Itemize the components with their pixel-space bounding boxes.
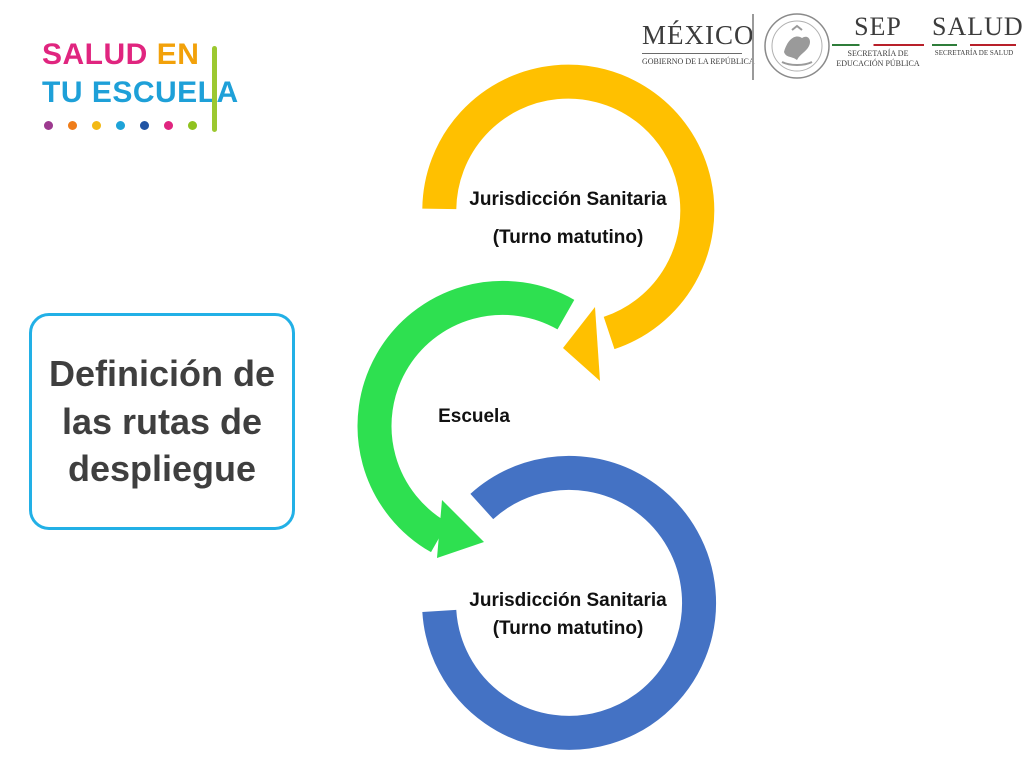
mexico-title: MÉXICO: [642, 20, 755, 50]
logo-dot: [44, 121, 53, 130]
node-2-title: Escuela: [438, 406, 510, 427]
cycle-arc-2: [357, 280, 575, 553]
cycle-node-1: Jurisdicción Sanitaria (Turno matutino): [422, 64, 715, 381]
salud-ministry-logo: SALUD SECRETARÍA DE SALUD: [932, 12, 1024, 58]
sep-subtitle-2: EDUCACIÓN PÚBLICA: [836, 59, 920, 68]
mexico-subtitle: GOBIERNO DE LA REPÚBLICA: [642, 57, 755, 66]
salud-rule: [932, 44, 1016, 46]
definition-text: Definición de las rutas de despliegue: [48, 352, 276, 490]
cycle-arc-3: [422, 455, 717, 750]
salud-en-tu-escuela-logo: SALUD EN TU ESCUELA: [40, 36, 238, 136]
logo-line-1: SALUD EN: [42, 40, 199, 70]
definition-box: Definición de las rutas de despliegue: [29, 313, 295, 530]
logo-divider: [752, 14, 754, 80]
node-3-subtitle: (Turno matutino): [493, 618, 644, 639]
node-1-subtitle: (Turno matutino): [493, 227, 644, 248]
salud-title: SALUD: [932, 12, 1024, 41]
mexico-rule: [642, 53, 742, 54]
sep-subtitle-1: SECRETARÍA DE: [847, 49, 909, 58]
node-3-title: Jurisdicción Sanitaria: [469, 590, 667, 611]
cycle-arrowhead-2: [437, 500, 484, 558]
node-1-title: Jurisdicción Sanitaria: [469, 189, 667, 210]
logo-dots: [44, 121, 214, 133]
logo-line-2: TU ESCUELA: [42, 76, 239, 109]
salud-subtitle: SECRETARÍA DE SALUD: [934, 49, 1014, 57]
logo-word-salud: SALUD: [42, 38, 148, 71]
logo-dot: [92, 121, 101, 130]
cycle-arrowhead-1: [563, 307, 600, 381]
cycle-node-2: Escuela: [357, 280, 575, 558]
national-seal-icon: [764, 13, 830, 79]
sep-logo: SEP SECRETARÍA DE EDUCACIÓN PÚBLICA: [832, 14, 924, 69]
logo-dot: [68, 121, 77, 130]
logo-accent-bar: [212, 46, 217, 132]
sep-title: SEP: [854, 12, 902, 41]
mexico-government-logo: MÉXICO GOBIERNO DE LA REPÚBLICA: [642, 14, 755, 67]
logo-dot: [188, 121, 197, 130]
cycle-node-3: Jurisdicción Sanitaria (Turno matutino): [422, 455, 717, 750]
sep-rule: [832, 44, 924, 46]
logo-dot: [164, 121, 173, 130]
logo-word-en: EN: [156, 38, 200, 71]
logo-dot: [116, 121, 125, 130]
cycle-arc-1: [422, 64, 715, 350]
logo-dot: [140, 121, 149, 130]
